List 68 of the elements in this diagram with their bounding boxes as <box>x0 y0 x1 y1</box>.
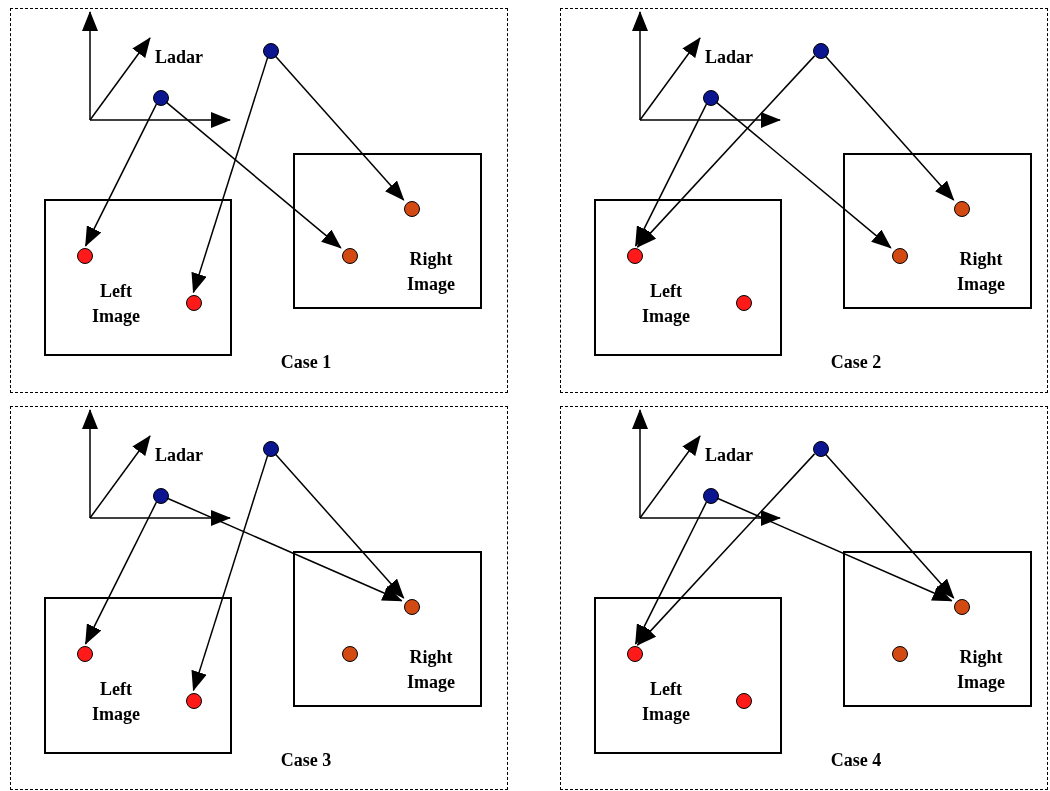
image-label: Left Image <box>641 678 691 726</box>
point-marker <box>736 693 752 709</box>
point-marker <box>404 201 420 217</box>
case-label: Case 2 <box>829 351 883 374</box>
point-marker <box>892 248 908 264</box>
ladar-label: Ladar <box>705 46 753 69</box>
arrow <box>84 501 158 645</box>
point-marker <box>342 248 358 264</box>
image-frame <box>293 153 482 309</box>
dashed-panel <box>560 406 1048 790</box>
arrow <box>636 453 816 646</box>
arrow <box>634 103 708 247</box>
point-marker <box>186 295 202 311</box>
dashed-panel <box>10 406 508 790</box>
case-label: Case 1 <box>279 351 333 374</box>
point-marker <box>627 646 643 662</box>
point-marker <box>263 441 279 457</box>
image-frame <box>594 597 782 754</box>
point-marker <box>736 295 752 311</box>
point-marker <box>954 599 970 615</box>
point-marker <box>813 43 829 59</box>
arrow <box>716 497 953 602</box>
point-marker <box>186 693 202 709</box>
point-marker <box>813 441 829 457</box>
image-frame <box>594 199 782 356</box>
point-marker <box>77 646 93 662</box>
image-frame <box>44 199 232 356</box>
case-label: Case 3 <box>279 749 333 772</box>
ladar-label: Ladar <box>155 444 203 467</box>
image-label: Left Image <box>91 678 141 726</box>
arrow <box>274 453 405 599</box>
point-marker <box>77 248 93 264</box>
arrow <box>715 101 892 249</box>
image-frame <box>843 551 1032 707</box>
point-marker <box>892 646 908 662</box>
image-label: Right Image <box>406 646 456 694</box>
arrow <box>84 103 158 247</box>
arrow <box>824 55 955 201</box>
arrow <box>634 501 708 645</box>
image-label: Left Image <box>91 280 141 328</box>
dashed-panel <box>10 8 508 393</box>
point-marker <box>263 43 279 59</box>
arrow <box>636 55 816 248</box>
arrow <box>166 497 403 602</box>
image-frame <box>44 597 232 754</box>
point-marker <box>703 488 719 504</box>
dashed-panel <box>560 8 1048 393</box>
arrow <box>824 453 955 599</box>
arrow <box>191 56 269 294</box>
image-frame <box>843 153 1032 309</box>
image-frame <box>293 551 482 707</box>
image-label: Left Image <box>641 280 691 328</box>
point-marker <box>627 248 643 264</box>
ladar-label: Ladar <box>155 46 203 69</box>
image-label: Right Image <box>956 248 1006 296</box>
arrow <box>191 454 269 692</box>
point-marker <box>404 599 420 615</box>
image-label: Right Image <box>406 248 456 296</box>
ladar-label: Ladar <box>705 444 753 467</box>
point-marker <box>153 488 169 504</box>
image-label: Right Image <box>956 646 1006 694</box>
point-marker <box>342 646 358 662</box>
point-marker <box>153 90 169 106</box>
arrow <box>274 55 405 201</box>
point-marker <box>954 201 970 217</box>
arrow <box>165 101 342 249</box>
case-label: Case 4 <box>829 749 883 772</box>
point-marker <box>703 90 719 106</box>
